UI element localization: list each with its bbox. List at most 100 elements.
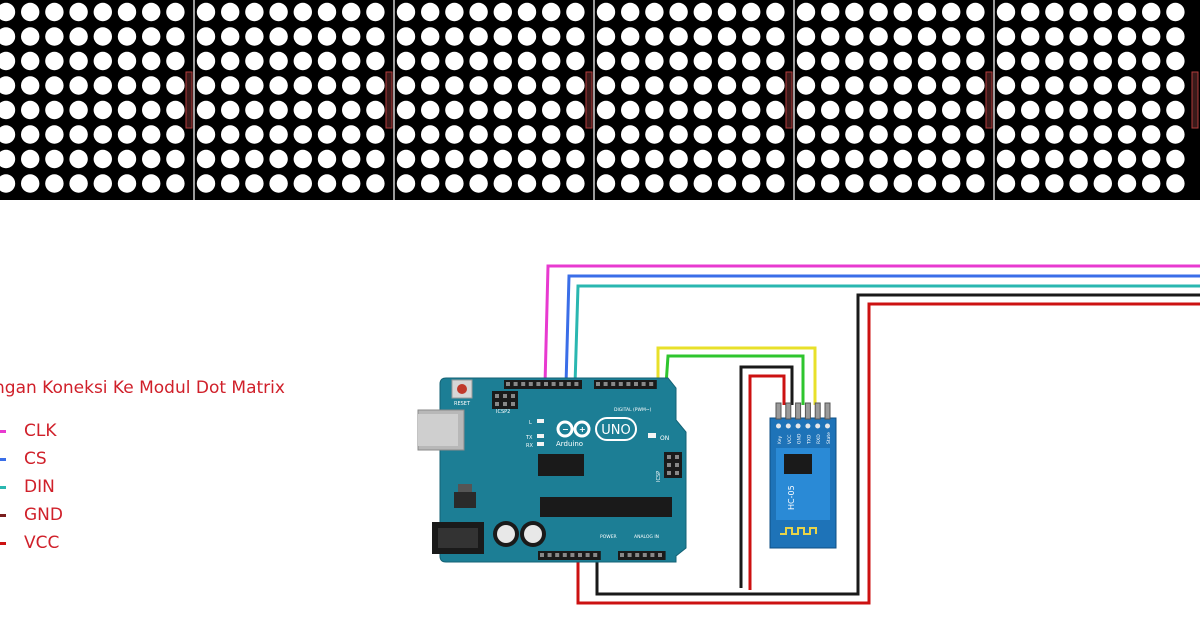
matrix-dot xyxy=(469,76,488,95)
matrix-dot xyxy=(1093,2,1113,22)
matrix-dot xyxy=(917,125,937,144)
header-pin xyxy=(562,553,567,557)
matrix-dot xyxy=(469,125,488,144)
matrix-dot xyxy=(293,27,312,46)
matrix-dot xyxy=(0,100,16,120)
matrix-dot xyxy=(693,149,712,169)
matrix-dot xyxy=(996,125,1016,144)
matrix-dot xyxy=(366,174,385,193)
matrix-dot xyxy=(317,51,337,71)
matrix-dot xyxy=(317,100,337,120)
matrix-dot xyxy=(93,27,113,46)
matrix-dot xyxy=(245,149,264,169)
matrix-dot xyxy=(21,149,40,169)
header-pin xyxy=(611,382,616,386)
bt-pin-pad xyxy=(776,423,781,429)
matrix-dot xyxy=(196,27,216,46)
header-pin xyxy=(603,382,608,386)
matrix-dot xyxy=(869,149,888,169)
legend-label: DIN xyxy=(24,477,55,497)
matrix-dot xyxy=(342,27,361,46)
matrix-dot xyxy=(621,76,640,95)
icsp-block xyxy=(492,391,518,409)
matrix-dot xyxy=(396,100,416,120)
matrix-dot xyxy=(621,2,640,22)
legend-label: GND xyxy=(24,505,63,525)
matrix-dot xyxy=(396,174,416,193)
matrix-dot xyxy=(0,149,16,169)
matrix-dot xyxy=(742,100,761,120)
matrix-dot xyxy=(421,2,440,22)
usb-chip xyxy=(538,454,584,476)
matrix-dot xyxy=(766,100,785,120)
matrix-dot xyxy=(293,174,312,193)
matrix-dot xyxy=(396,2,416,22)
matrix-dot xyxy=(893,125,912,144)
matrix-dot xyxy=(542,76,561,95)
matrix-dot xyxy=(0,27,16,46)
matrix-dot xyxy=(517,2,537,22)
matrix-dot xyxy=(342,149,361,169)
matrix-dot xyxy=(245,125,264,144)
matrix-dot xyxy=(1069,51,1088,71)
matrix-dot xyxy=(1020,27,1040,46)
on-led xyxy=(648,433,656,438)
matrix-dot xyxy=(796,51,816,71)
matrix-dot xyxy=(293,51,312,71)
matrix-dot xyxy=(845,174,864,193)
matrix-dot xyxy=(117,174,137,193)
matrix-dot xyxy=(645,100,664,120)
matrix-dot xyxy=(717,76,737,95)
matrix-dot xyxy=(821,174,840,193)
icsp-pin xyxy=(675,455,679,459)
matrix-dot xyxy=(166,174,185,193)
matrix-dot xyxy=(493,149,512,169)
header-pin xyxy=(585,553,590,557)
matrix-dot xyxy=(69,174,88,193)
matrix-dot xyxy=(821,2,840,22)
matrix-dot xyxy=(996,27,1016,46)
icsp2-header xyxy=(492,391,518,409)
matrix-dot xyxy=(645,76,664,95)
matrix-dot xyxy=(517,100,537,120)
bt-pin-label: GND xyxy=(797,433,803,444)
matrix-dot xyxy=(717,51,737,71)
matrix-dot xyxy=(117,76,137,95)
matrix-dot xyxy=(245,51,264,71)
matrix-dot xyxy=(1069,27,1088,46)
matrix-dot xyxy=(845,76,864,95)
matrix-dot xyxy=(21,2,40,22)
matrix-dot xyxy=(1069,76,1088,95)
matrix-dot xyxy=(396,125,416,144)
wires xyxy=(543,264,1200,605)
matrix-dot xyxy=(196,100,216,120)
matrix-dot xyxy=(917,76,937,95)
l-led xyxy=(537,419,544,423)
bt-pin-pad xyxy=(815,423,821,429)
icsp-pin xyxy=(667,455,671,459)
matrix-dot xyxy=(1045,76,1064,95)
matrix-dot xyxy=(893,51,912,71)
bt-rx-wire xyxy=(656,346,817,405)
matrix-dot xyxy=(69,51,88,71)
matrix-dot xyxy=(269,149,288,169)
matrix-dot xyxy=(821,51,840,71)
icsp-pin xyxy=(495,394,499,398)
matrix-dot xyxy=(317,125,337,144)
matrix-dot xyxy=(917,2,937,22)
matrix-dot xyxy=(421,149,440,169)
matrix-dot xyxy=(317,2,337,22)
matrix-dot xyxy=(117,125,137,144)
matrix-dot xyxy=(542,2,561,22)
atmega-chip xyxy=(540,497,672,517)
matrix-dot xyxy=(845,2,864,22)
matrix-dot xyxy=(45,174,64,193)
matrix-dot xyxy=(21,174,40,193)
header-pin xyxy=(536,382,541,386)
matrix-dot xyxy=(1117,76,1137,95)
matrix-dot xyxy=(45,27,64,46)
matrix-dot xyxy=(869,100,888,120)
matrix-dot xyxy=(596,27,616,46)
matrix-dot xyxy=(596,100,616,120)
power-analog-header xyxy=(538,551,666,560)
